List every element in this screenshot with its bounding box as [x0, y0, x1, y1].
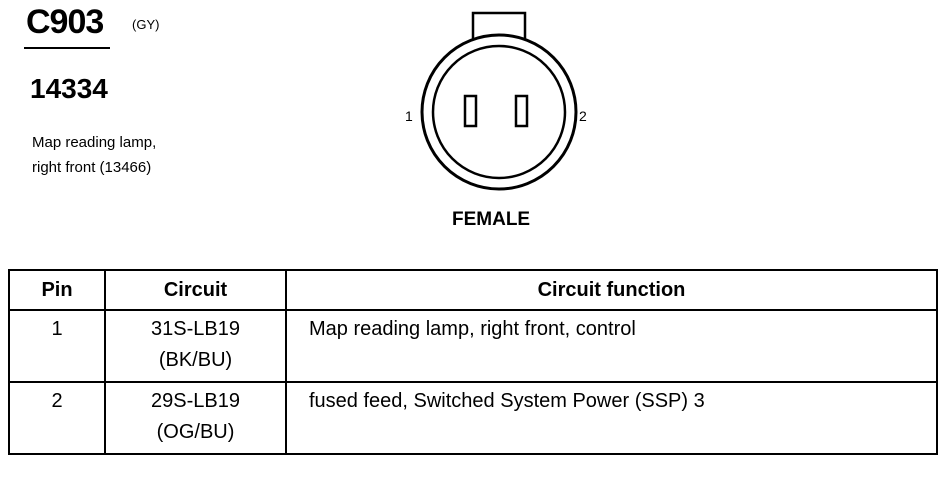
table-row: 1 31S-LB19 (BK/BU) Map reading lamp, rig… [8, 309, 938, 383]
connector-outer-shell [420, 33, 578, 191]
cell-pin: 2 [8, 381, 106, 455]
connector-inner-ring [431, 44, 567, 180]
part-number: 14334 [30, 73, 108, 104]
circuit-number: 31S-LB19 [151, 318, 240, 340]
circuit-color: (BK/BU) [158, 349, 233, 371]
cell-function: fused feed, Switched System Power (SSP) … [285, 381, 938, 455]
pin-1-terminal [463, 94, 478, 128]
title-underline [24, 47, 110, 49]
connector-face-diagram [420, 11, 578, 191]
header-circuit: Circuit [104, 269, 287, 311]
connector-gender-label: FEMALE [452, 209, 531, 230]
table-header-row: Pin Circuit Circuit function [8, 269, 938, 311]
header-pin: Pin [8, 269, 106, 311]
cell-pin: 1 [8, 309, 106, 383]
cell-function: Map reading lamp, right front, control [285, 309, 938, 383]
cell-circuit: 29S-LB19 (OG/BU) [104, 381, 287, 455]
pin-1-label: 1 [405, 108, 413, 124]
connector-id: C903 [26, 3, 104, 41]
connector-color: (GY) [132, 17, 160, 32]
circuit-number: 29S-LB19 [151, 390, 240, 412]
pin-2-terminal [514, 94, 529, 128]
header-circuit-function: Circuit function [285, 269, 938, 311]
description-line-1: Map reading lamp, [32, 134, 157, 151]
description-line-2: right front (13466) [32, 159, 152, 176]
cell-circuit: 31S-LB19 (BK/BU) [104, 309, 287, 383]
pinout-table: Pin Circuit Circuit function 1 31S-LB19 … [8, 269, 938, 455]
table-row: 2 29S-LB19 (OG/BU) fused feed, Switched … [8, 381, 938, 455]
circuit-color: (OG/BU) [156, 421, 235, 443]
pin-2-label: 2 [579, 108, 587, 124]
